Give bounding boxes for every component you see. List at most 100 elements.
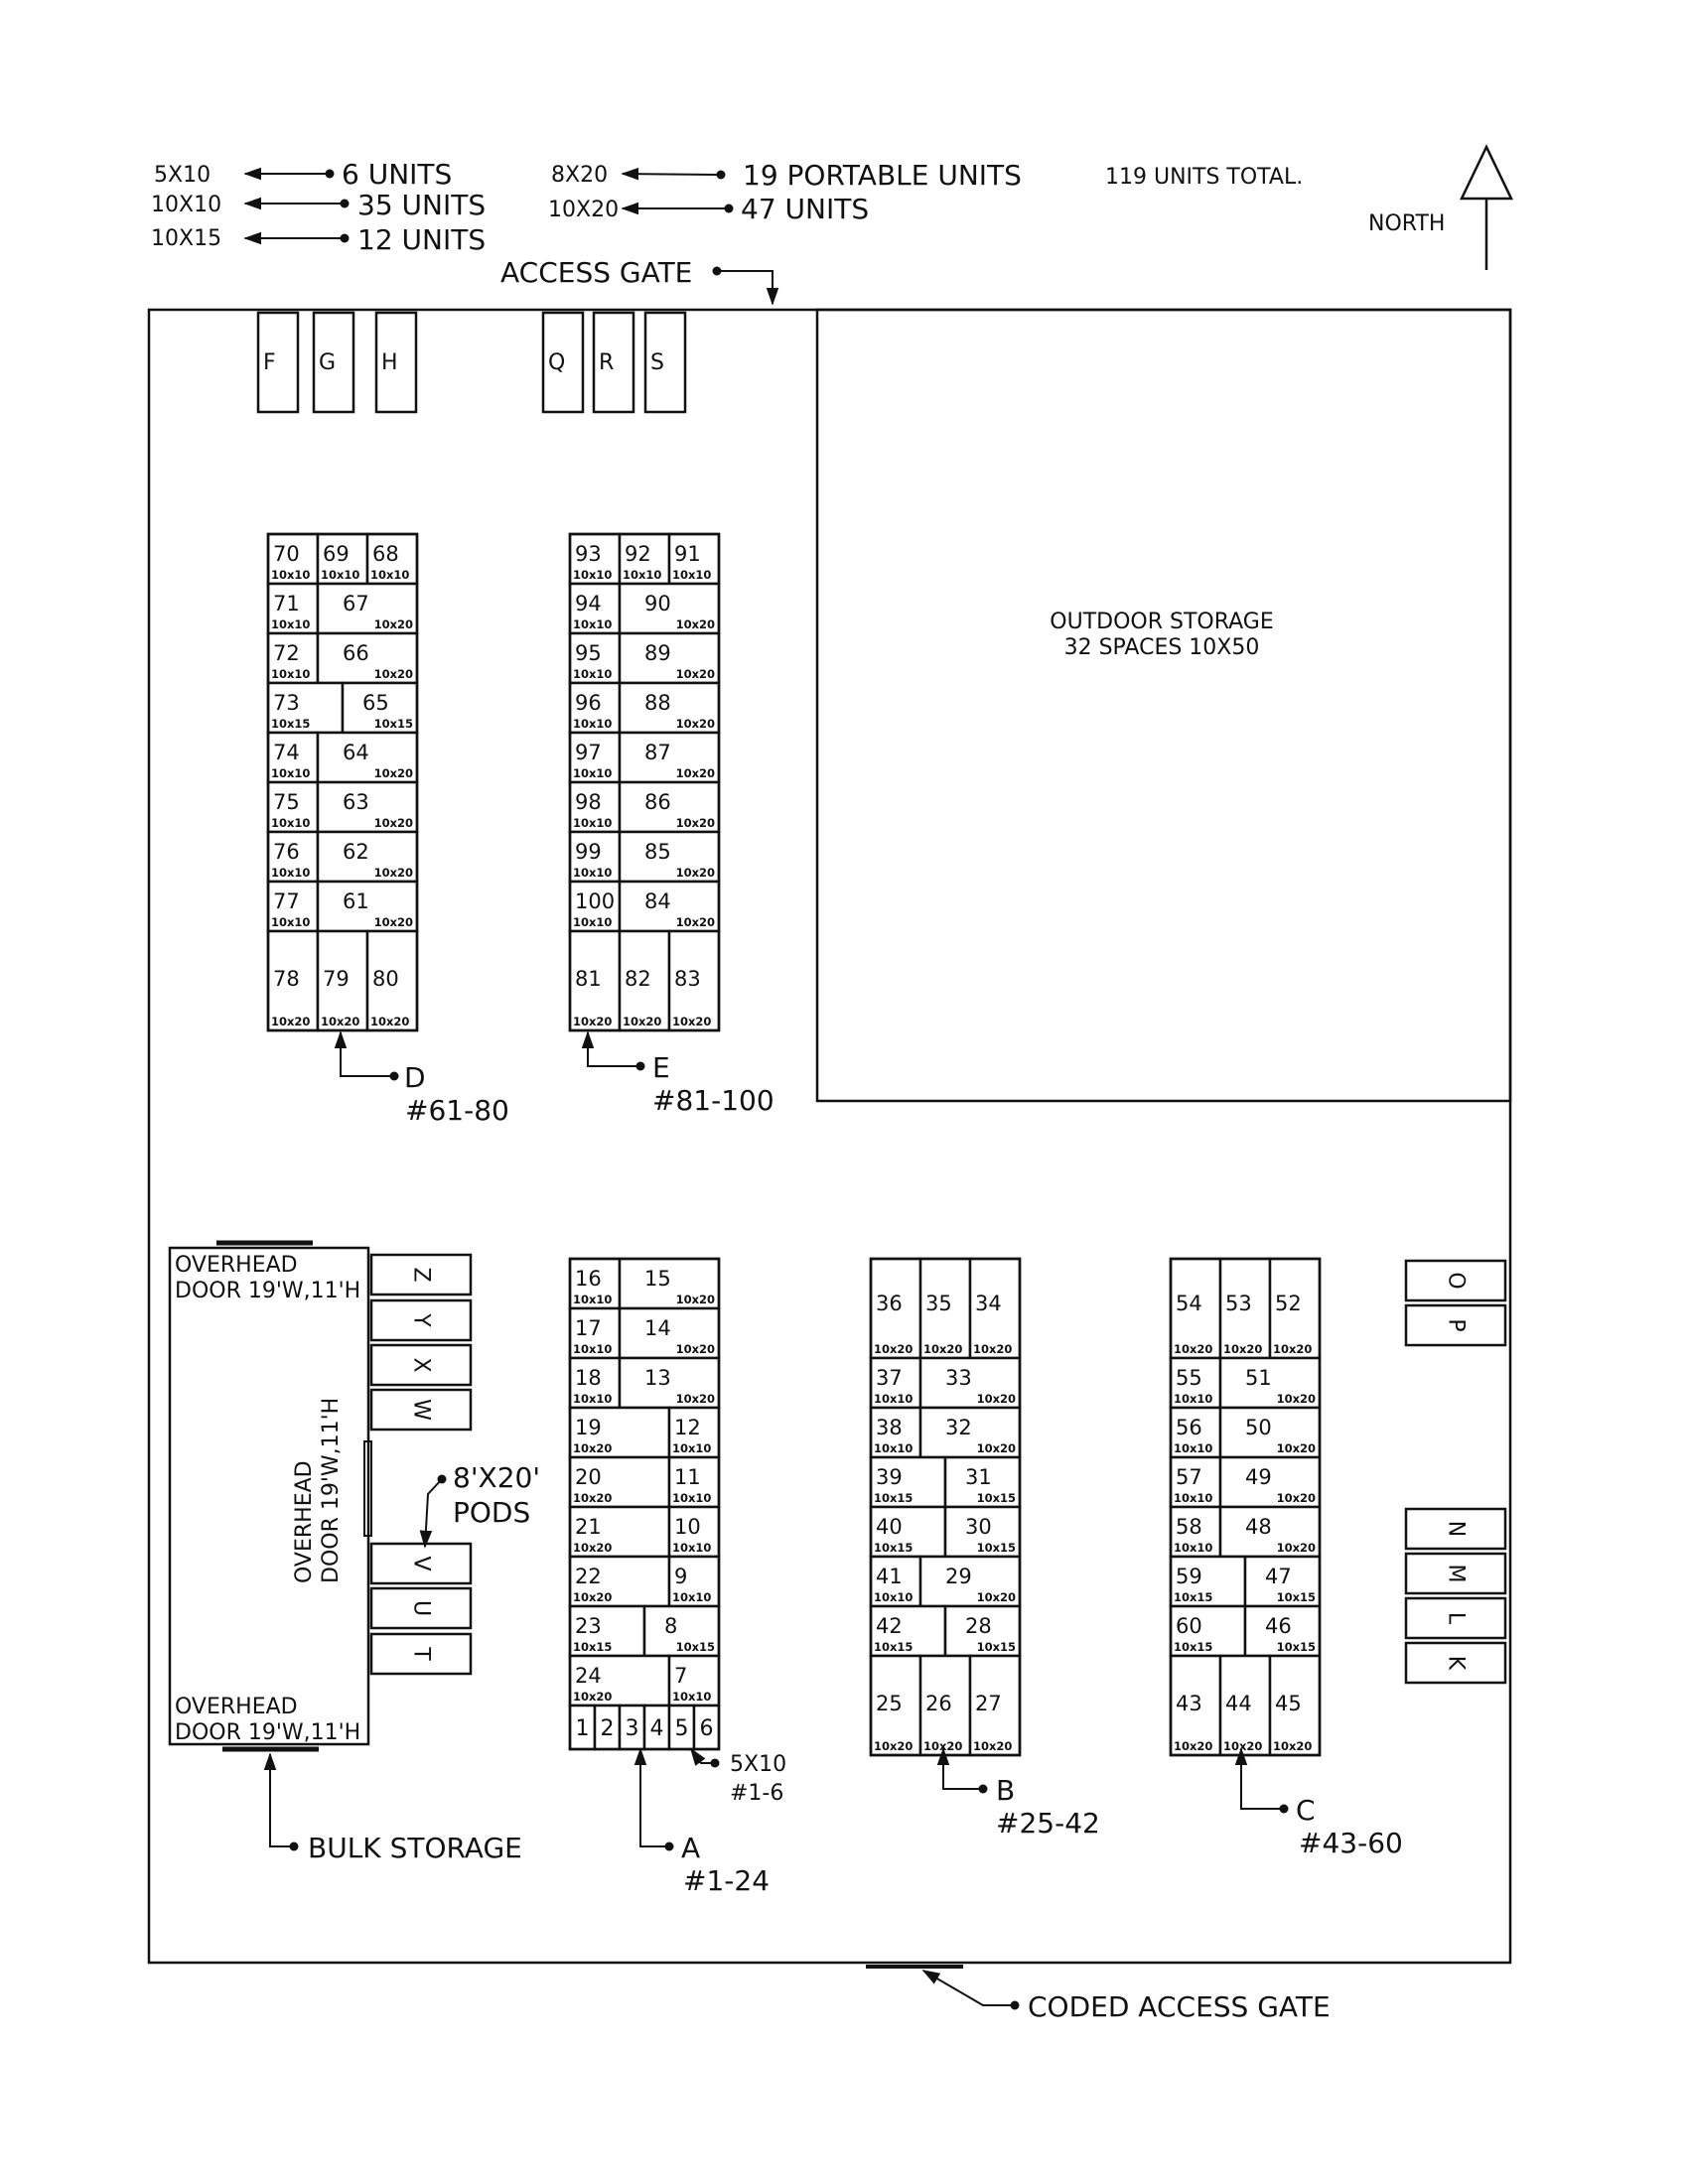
portable-unit-f[interactable]: F	[256, 311, 300, 414]
portable-unit-w[interactable]: W	[369, 1388, 473, 1432]
portable-unit-h[interactable]: H	[374, 311, 418, 414]
storage-unit[interactable]: 6	[692, 1704, 721, 1751]
portable-unit-x[interactable]: X	[369, 1343, 473, 1387]
portable-unit-z[interactable]: Z	[369, 1253, 473, 1297]
storage-unit[interactable]: 2	[593, 1704, 622, 1751]
portable-unit-t[interactable]: T	[369, 1632, 473, 1676]
portable-unit-n[interactable]: N	[1404, 1507, 1507, 1551]
portable-unit-v[interactable]: V	[369, 1542, 473, 1585]
portable-unit-g[interactable]: G	[312, 311, 355, 414]
storage-unit[interactable]: 4	[642, 1704, 671, 1751]
portable-unit-s[interactable]: S	[643, 311, 687, 414]
storage-unit[interactable]: 3	[618, 1704, 646, 1751]
portable-unit-k[interactable]: K	[1404, 1641, 1507, 1685]
storage-unit[interactable]: 5	[667, 1704, 696, 1751]
portable-unit-y[interactable]: Y	[369, 1298, 473, 1342]
portable-unit-r[interactable]: R	[592, 311, 635, 414]
portable-unit-q[interactable]: Q	[541, 311, 585, 414]
storage-unit[interactable]: 1	[568, 1704, 597, 1751]
portable-unit-p[interactable]: P	[1404, 1303, 1507, 1347]
portable-unit-o[interactable]: O	[1404, 1259, 1507, 1302]
portable-unit-u[interactable]: U	[369, 1586, 473, 1630]
